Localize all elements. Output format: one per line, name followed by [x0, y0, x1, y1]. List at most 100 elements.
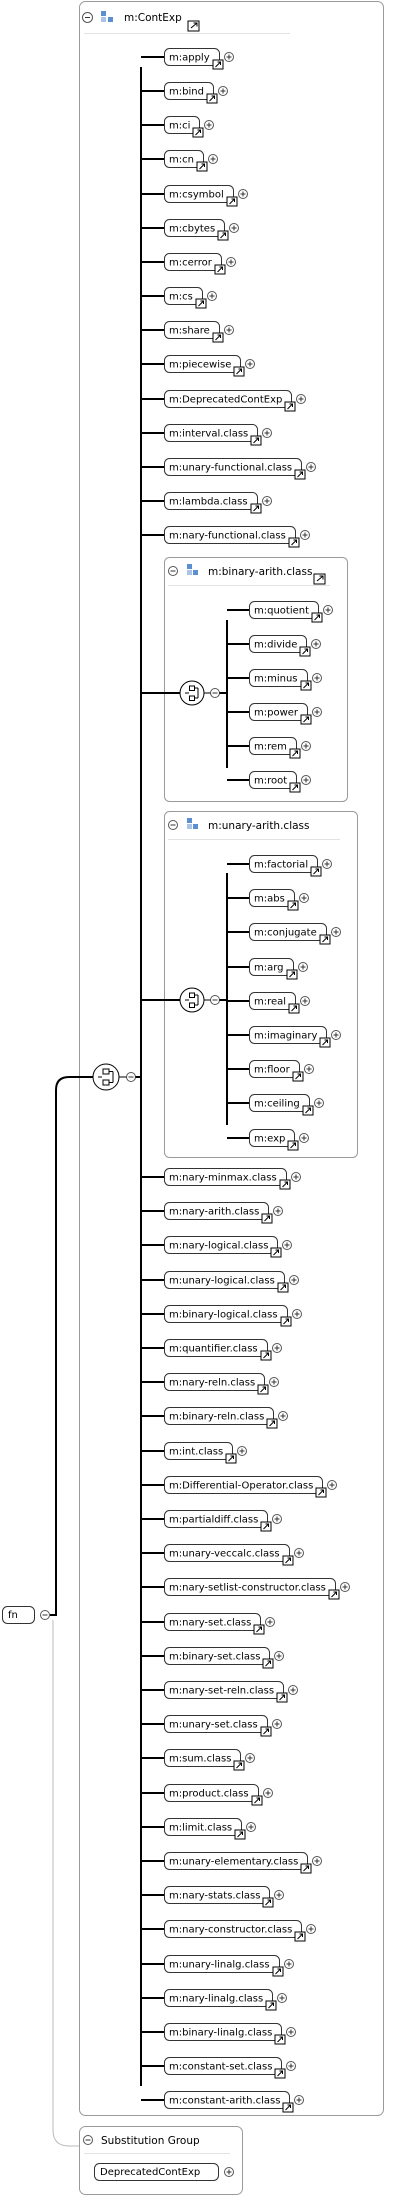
reference-link-icon[interactable] — [206, 93, 218, 104]
element-box[interactable] — [164, 1339, 268, 1357]
expand-icon[interactable] — [272, 1514, 282, 1524]
expand-icon[interactable] — [294, 1548, 304, 1558]
element-box[interactable] — [164, 253, 222, 271]
element-nary-linalg-class[interactable]: m:nary-linalg.class — [141, 1989, 287, 2011]
element-binary-reln-class[interactable]: m:binary-reln.class — [141, 1407, 288, 1429]
expand-icon[interactable] — [306, 1924, 316, 1934]
reference-link-icon[interactable] — [319, 1037, 331, 1048]
element-conjugate[interactable]: m:conjugate — [227, 923, 341, 945]
reference-link-icon[interactable] — [261, 1213, 273, 1224]
element-box[interactable] — [249, 669, 308, 687]
element-box[interactable] — [164, 1305, 288, 1323]
element-box[interactable] — [164, 1647, 270, 1665]
reference-link-icon[interactable] — [328, 1589, 340, 1600]
reference-link-icon[interactable] — [192, 127, 204, 138]
element-box[interactable] — [164, 116, 200, 134]
element-box[interactable] — [164, 1578, 336, 1596]
element-box[interactable] — [164, 1373, 265, 1391]
element-rem[interactable]: m:rem — [227, 737, 311, 759]
reference-link-icon[interactable] — [253, 1624, 265, 1635]
expand-icon[interactable] — [331, 927, 341, 937]
element-box[interactable] — [249, 958, 294, 976]
element-unary-linalg-class[interactable]: m:unary-linalg.class — [141, 1955, 294, 1977]
element-box[interactable] — [164, 1955, 280, 1973]
element-box[interactable] — [249, 771, 297, 789]
element-box[interactable] — [249, 601, 319, 619]
element-box[interactable] — [164, 526, 296, 544]
reference-link-icon[interactable] — [250, 435, 262, 446]
reference-link-icon[interactable] — [260, 1726, 272, 1737]
reference-link-icon[interactable] — [302, 1105, 314, 1116]
reference-link-icon[interactable] — [214, 264, 226, 275]
element-nary-set-reln-class[interactable]: m:nary-set-reln.class — [141, 1681, 298, 1703]
element-differential-operator-class[interactable]: m:Differential-Operator.class — [141, 1476, 337, 1498]
element-box[interactable] — [164, 1749, 241, 1767]
expand-icon[interactable] — [269, 1377, 279, 1387]
element-int-class[interactable]: m:int.class — [141, 1442, 247, 1464]
element-limit-class[interactable]: m:limit.class — [141, 1818, 256, 1840]
expand-icon[interactable] — [245, 1753, 255, 1763]
element-binary-logical-class[interactable]: m:binary-logical.class — [141, 1305, 302, 1327]
element-power[interactable]: m:power — [227, 703, 322, 725]
reference-link-icon[interactable] — [274, 2034, 286, 2045]
element-box[interactable] — [249, 1060, 300, 1078]
reference-link-icon[interactable] — [287, 900, 299, 911]
element-box[interactable] — [249, 1094, 310, 1112]
element-box[interactable] — [164, 1681, 284, 1699]
reference-link-icon[interactable] — [257, 1384, 269, 1395]
reference-link-icon[interactable] — [300, 714, 312, 725]
expand-icon[interactable] — [229, 223, 239, 233]
element-cbytes[interactable]: m:cbytes — [141, 219, 239, 241]
element-box[interactable] — [164, 1407, 274, 1425]
element-cs[interactable]: m:cs — [141, 287, 217, 309]
element-box[interactable] — [164, 287, 203, 305]
reference-link-icon[interactable] — [212, 332, 224, 343]
element-factorial[interactable]: m:factorial — [227, 855, 332, 877]
expand-icon[interactable] — [272, 1343, 282, 1353]
element-quantifier-class[interactable]: m:quantifier.class — [141, 1339, 282, 1361]
element-arg[interactable]: m:arg — [227, 958, 308, 980]
expand-icon[interactable] — [224, 52, 234, 62]
element-real[interactable]: m:real — [227, 992, 310, 1014]
element-quotient[interactable]: m:quotient — [227, 601, 333, 623]
reference-link-icon[interactable] — [217, 230, 229, 241]
element-nary-minmax-class[interactable]: m:nary-minmax.class — [141, 1168, 301, 1190]
element-box[interactable] — [164, 1989, 273, 2007]
reference-link-icon[interactable] — [300, 680, 312, 691]
reference-link-icon[interactable] — [251, 1795, 263, 1806]
element-box[interactable] — [249, 1026, 327, 1044]
element-unary-functional-class[interactable]: m:unary-functional.class — [141, 458, 316, 480]
element-unary-logical-class[interactable]: m:unary-logical.class — [141, 1271, 299, 1293]
element-box[interactable] — [164, 1818, 242, 1836]
fn-element-box[interactable] — [2, 1606, 35, 1624]
element-share[interactable]: m:share — [141, 321, 234, 343]
element-box[interactable] — [164, 150, 204, 168]
expand-icon[interactable] — [204, 120, 214, 130]
reference-link-icon[interactable] — [266, 1418, 278, 1429]
reference-link-icon[interactable] — [260, 1521, 272, 1532]
expand-icon[interactable] — [301, 741, 311, 751]
expand-icon[interactable] — [299, 893, 309, 903]
expand-icon[interactable] — [207, 291, 217, 301]
reference-link-icon[interactable] — [286, 969, 298, 980]
element-box[interactable] — [164, 1613, 261, 1631]
expand-icon[interactable] — [312, 673, 322, 683]
reference-link-icon[interactable] — [233, 1760, 245, 1771]
element-box[interactable] — [164, 82, 214, 100]
reference-link-icon[interactable] — [212, 59, 224, 70]
element-box[interactable] — [164, 2023, 282, 2041]
element-nary-functional-class[interactable]: m:nary-functional.class — [141, 526, 310, 548]
element-cerror[interactable]: m:cerror — [141, 253, 236, 275]
expand-icon[interactable] — [312, 707, 322, 717]
main-choice-compositor[interactable] — [92, 1063, 120, 1091]
expand-icon[interactable] — [323, 605, 333, 615]
element-deprecatedcontexp[interactable]: m:DeprecatedContExp — [141, 390, 306, 412]
element-nary-arith-class[interactable]: m:nary-arith.class — [141, 1202, 283, 1224]
contexp-title-link-icon[interactable] — [187, 20, 200, 32]
element-constant-arith-class[interactable]: m:constant-arith.class — [141, 2091, 304, 2113]
expand-icon[interactable] — [306, 462, 316, 472]
element-interval-class[interactable]: m:interval.class — [141, 424, 272, 446]
binary-arith-choice-compositor[interactable] — [179, 680, 205, 706]
reference-link-icon[interactable] — [279, 1179, 291, 1190]
reference-link-icon[interactable] — [289, 748, 301, 759]
